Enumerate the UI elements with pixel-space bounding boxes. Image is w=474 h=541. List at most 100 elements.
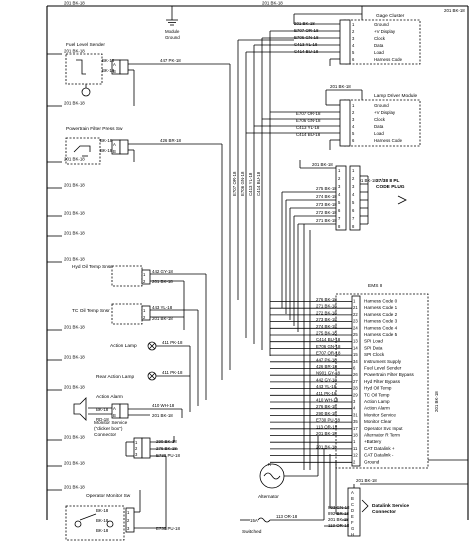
ecm-pin-number: 29 xyxy=(353,392,358,397)
ecm-pin-function: SPI Load xyxy=(364,339,383,344)
ecm-pin-number: 13 xyxy=(353,339,358,344)
rear-action-lamp: Rear Action Lamp 411 PK-18 xyxy=(96,346,191,412)
svg-text:8: 8 xyxy=(338,224,341,229)
svg-text:3: 3 xyxy=(352,117,355,122)
svg-text:Clock: Clock xyxy=(374,36,386,41)
key-switch-title: Switched xyxy=(242,529,262,535)
ecm-wire-label: E706 GN-18 xyxy=(316,344,341,349)
fuel-level-sender: Fuel Level Sender A B BK-18 BK-18 447 PK… xyxy=(65,42,231,370)
svg-text:275 BK-18: 275 BK-18 xyxy=(316,186,337,191)
svg-text:E706 GN-18: E706 GN-18 xyxy=(296,118,321,123)
svg-text:201 BK-18: 201 BK-18 xyxy=(64,325,85,330)
svg-text:273 BK-18: 273 BK-18 xyxy=(316,202,337,207)
ecm-pin-function: Harness Code 5 xyxy=(364,332,398,337)
ecm-pin-number: 28 xyxy=(353,386,358,391)
svg-text:C414 BU-18: C414 BU-18 xyxy=(294,49,319,54)
ecm-pin-number: 2 xyxy=(353,459,356,464)
svg-text:4: 4 xyxy=(352,192,355,197)
svg-text:H: H xyxy=(351,532,354,537)
svg-text:2: 2 xyxy=(352,110,355,115)
action-lamp: Action Lamp 411 PK-18 xyxy=(110,340,190,351)
ecm-wire-label: 275 BK-18 xyxy=(316,331,337,336)
ecm-pin-function: Harness Code 4 xyxy=(364,325,398,330)
ecm-pin-function: Harness Code 0 xyxy=(364,299,398,304)
svg-text:201 BK-18: 201 BK-18 xyxy=(64,257,85,262)
ecm-pin-number: 4 xyxy=(353,406,356,411)
svg-text:6: 6 xyxy=(352,138,355,143)
svg-text:B: B xyxy=(113,149,116,154)
ecm-wire-label: 113 OR-18 xyxy=(316,424,338,429)
ecm-pin-function: Alternator R Term xyxy=(364,433,400,438)
ecm-feed-wires xyxy=(303,224,311,470)
ecm-pin-function: Fuel Level Sender xyxy=(364,366,402,371)
svg-text:1: 1 xyxy=(352,168,355,173)
ecm-pin-function: CAT Datalink + xyxy=(364,446,395,451)
svg-text:410 WH-18: 410 WH-18 xyxy=(152,403,175,408)
svg-text:15A: 15A xyxy=(250,518,258,523)
svg-text:Harness Code: Harness Code xyxy=(374,138,403,143)
rear-action-lamp-title: Rear Action Lamp xyxy=(96,374,134,380)
svg-text:BK-18: BK-18 xyxy=(102,58,115,63)
svg-text:BK-18: BK-18 xyxy=(96,528,109,533)
ecm-pin-number: 1 xyxy=(353,299,356,304)
lamp-driver-title: Lamp Driver Module xyxy=(374,93,418,99)
hyd-oil-temp-sensor: Hyd Oil Temp Snsr 1 2 442 GY-18 201 BK-1… xyxy=(72,264,207,400)
svg-text:1: 1 xyxy=(143,272,146,277)
sender-float-icon xyxy=(76,59,86,75)
svg-text:R: R xyxy=(268,462,271,467)
ecm-pin-function: SPI Clock xyxy=(364,352,385,357)
svg-text:6: 6 xyxy=(338,208,341,213)
svg-text:RD-18: RD-18 xyxy=(96,417,109,422)
ecm-wire-label: 411 PK-18 xyxy=(316,391,337,396)
ecm-pin-number: 6 xyxy=(353,366,356,371)
svg-text:892 BR-18: 892 BR-18 xyxy=(328,511,350,516)
svg-text:Load: Load xyxy=(374,50,384,55)
action-alarm: Action Alarm A B BK-18 RD-18 410 WH-18 2… xyxy=(73,394,183,422)
key-switch: 15A 113 OR-18 Switched xyxy=(240,448,325,535)
svg-text:276 BK-18: 276 BK-18 xyxy=(156,446,177,451)
svg-text:Connector: Connector xyxy=(94,432,117,438)
ecm-pin-function: Monitor Clear xyxy=(364,419,392,424)
svg-text:4: 4 xyxy=(352,124,355,129)
ecm-wire-label: 290 BK-18 xyxy=(316,411,337,416)
ecm-pin-number: 11 xyxy=(353,446,358,451)
svg-text:3: 3 xyxy=(338,184,341,189)
ecm-pin-function: Instrument Supply xyxy=(364,359,402,364)
svg-text:6: 6 xyxy=(352,57,355,62)
svg-text:201 BK-18: 201 BK-18 xyxy=(64,183,85,188)
svg-text:201 BK-18: 201 BK-18 xyxy=(64,435,85,440)
svg-text:BK-18: BK-18 xyxy=(96,518,109,523)
svg-text:2: 2 xyxy=(143,315,146,320)
svg-text:201 BK-18: 201 BK-18 xyxy=(356,478,377,483)
action-alarm-title: Action Alarm xyxy=(96,394,123,400)
ecm-pin-number: 25 xyxy=(353,332,358,337)
action-lamp-title: Action Lamp xyxy=(110,343,137,349)
svg-text:5: 5 xyxy=(352,131,355,136)
gage-cluster-title: Gage Cluster xyxy=(376,13,405,19)
svg-text:443 YL-18: 443 YL-18 xyxy=(152,305,173,310)
ecm-wire-label: 276 BK-18 xyxy=(316,404,337,409)
svg-text:411 PK-18: 411 PK-18 xyxy=(162,340,183,345)
svg-text:201 BK-18: 201 BK-18 xyxy=(64,231,85,236)
svg-text:201 BK-18: 201 BK-18 xyxy=(312,162,333,167)
svg-text:2: 2 xyxy=(352,176,355,181)
sender-ground-icon xyxy=(81,87,91,97)
svg-text:BK-18: BK-18 xyxy=(96,407,109,412)
svg-text:201 BK-18: 201 BK-18 xyxy=(328,517,349,522)
svg-text:5: 5 xyxy=(352,200,355,205)
svg-text:C414 BU-18: C414 BU-18 xyxy=(296,132,321,137)
svg-text:E707 OR-18: E707 OR-18 xyxy=(296,111,321,116)
svg-text:201 BK-18: 201 BK-18 xyxy=(64,211,85,216)
ecm-wire-label: 442 GY-18 xyxy=(316,377,337,382)
ecm-wire-label: E730 PU-18 xyxy=(316,418,340,423)
ecm-pin-function: Ground xyxy=(364,459,380,464)
ecm-pin-number: 31 xyxy=(353,412,358,417)
alternator-title: Alternator xyxy=(258,494,279,500)
svg-text:C414 BU-18: C414 BU-18 xyxy=(256,171,261,196)
datalink-arrow-icon xyxy=(361,499,369,513)
svg-text:E730 PU-18: E730 PU-18 xyxy=(156,526,180,531)
ecm-pin-function: CAT Datalink - xyxy=(364,453,394,458)
svg-text:6: 6 xyxy=(352,208,355,213)
